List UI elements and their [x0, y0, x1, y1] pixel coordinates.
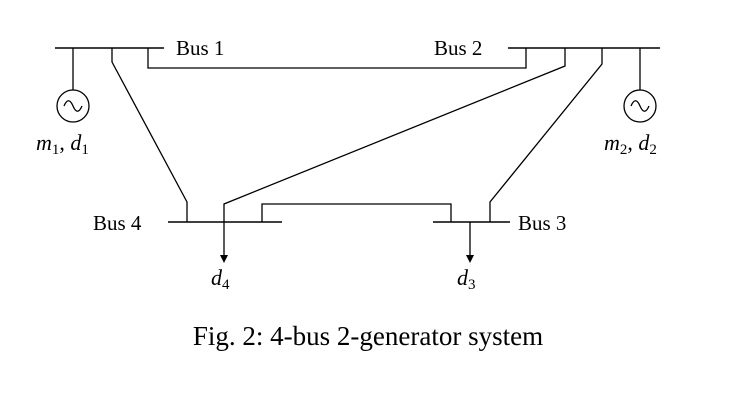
bus3-label: Bus 3: [518, 211, 566, 235]
line-bus4-bus3: [261, 203, 452, 222]
generator-2-icon: [623, 89, 657, 123]
figure-caption: Fig. 2: 4-bus 2-generator system: [193, 321, 543, 351]
bus1-label: Bus 1: [176, 36, 224, 60]
line-bus1-bus2: [147, 48, 527, 69]
load-d3-label: d3: [457, 265, 476, 293]
load-d4-label: d4: [211, 265, 230, 293]
bus4-label: Bus 4: [93, 211, 142, 235]
line-bus1-bus4: [111, 48, 188, 222]
line-bus2-bus4: [223, 48, 566, 222]
line-bus2-bus3: [489, 48, 603, 222]
gen1-label: m1, d1: [36, 130, 89, 158]
bus2-label: Bus 2: [434, 36, 482, 60]
gen2-label: m2, d2: [604, 130, 657, 158]
generator-1-icon: [56, 89, 90, 123]
